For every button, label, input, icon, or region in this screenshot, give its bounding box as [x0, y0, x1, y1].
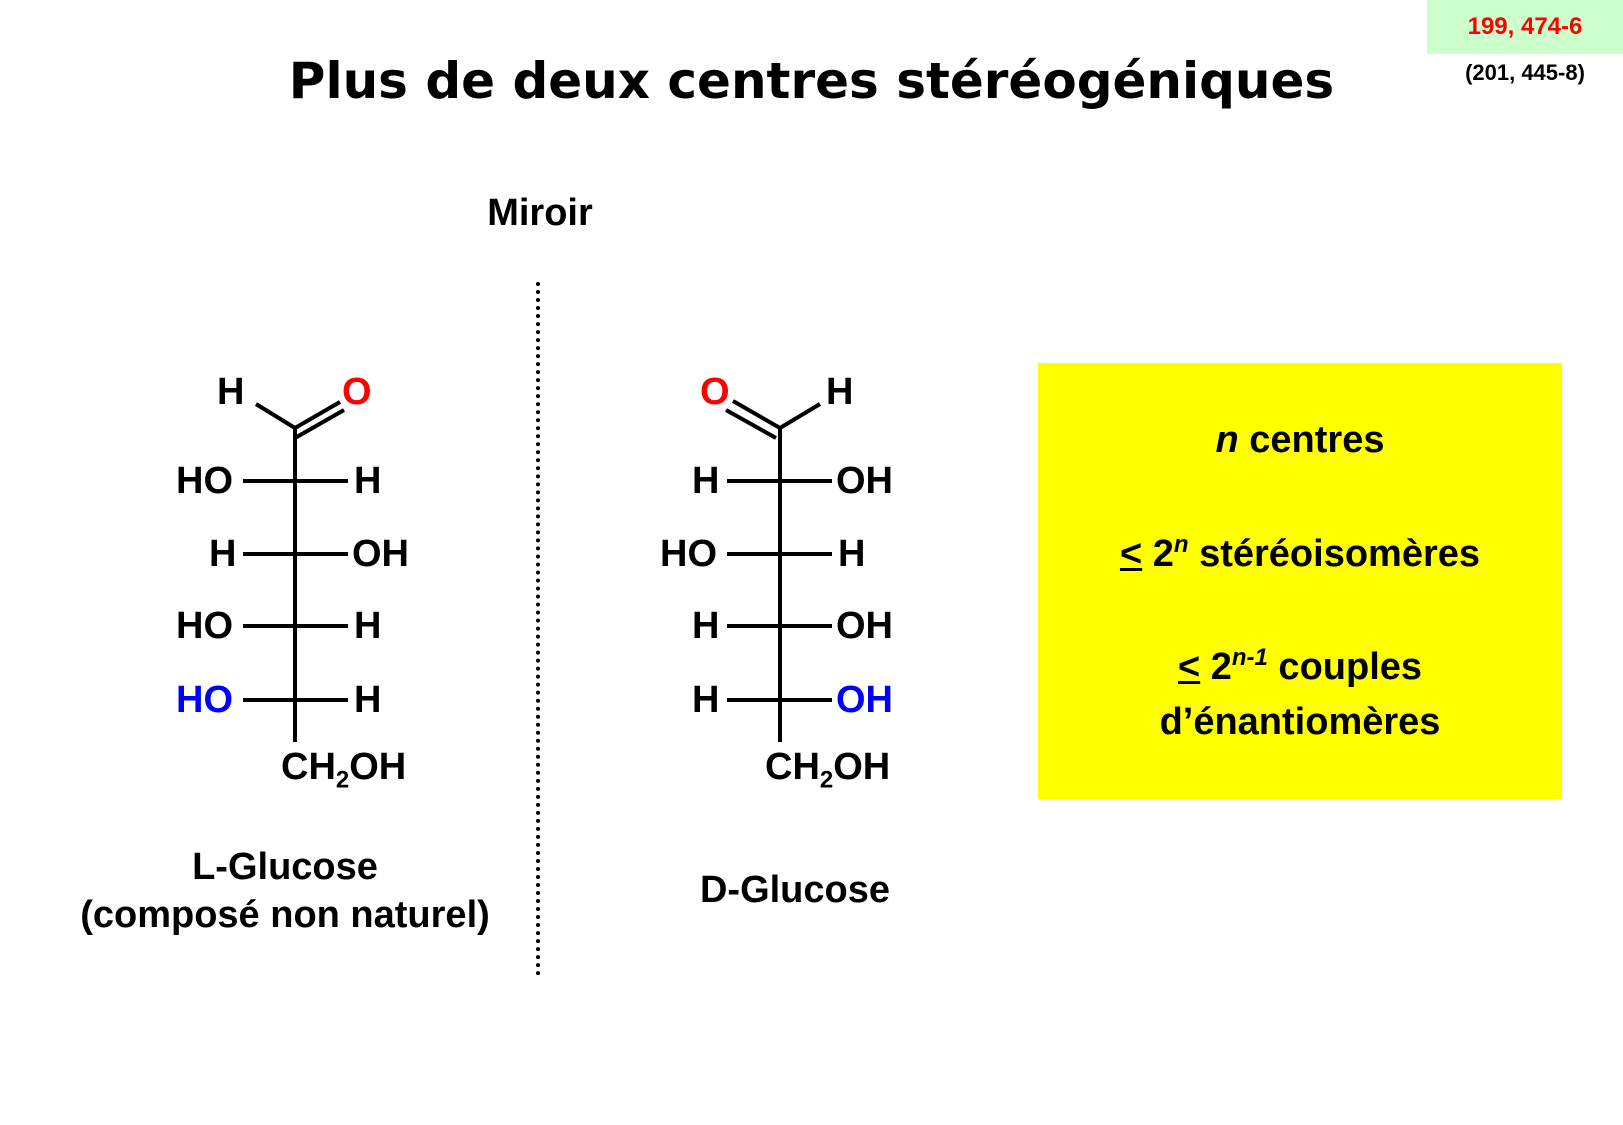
l-c5-right: H	[354, 679, 382, 721]
d-c4-right: OH	[836, 605, 893, 647]
le-symbol: <	[1119, 533, 1143, 575]
l-c5-left: HO	[176, 679, 233, 721]
d-c3-right: H	[838, 533, 866, 575]
d-ch2oh: CH2OH	[765, 746, 891, 794]
centres-text: centres	[1238, 419, 1385, 461]
slide-title: Plus de deux centres stéréogéniques	[288, 52, 1335, 110]
rule-box: n centres < 2n stéréoisomères < 2n-1 cou…	[1038, 363, 1562, 799]
l-c4-left: HO	[176, 605, 233, 647]
rule-stereoisomers: < 2n stéréoisomères	[1038, 531, 1562, 576]
page-reference-badge: 199, 474-6	[1427, 0, 1623, 54]
le-symbol: <	[1177, 646, 1201, 688]
l-c4-right: H	[354, 605, 382, 647]
mirror-label: Miroir	[487, 192, 593, 234]
var-n: n	[1215, 419, 1239, 461]
page-reference-alt: (201, 445-8)	[1465, 60, 1585, 85]
base-2: 2	[1200, 646, 1232, 688]
rule-enantiomers: d’énantiomères	[1159, 701, 1441, 743]
l-glucose-note: (composé non naturel)	[80, 894, 490, 936]
d-c4-left: H	[692, 605, 720, 647]
d-c3-left: HO	[660, 533, 717, 575]
page-reference: 199, 474-6	[1467, 13, 1583, 40]
l-aldehyde-o: O	[342, 371, 372, 413]
l-glucose-name: L-Glucose	[192, 846, 378, 888]
exponent: n-1	[1231, 644, 1268, 671]
base-2: 2	[1142, 533, 1174, 575]
rule-couples: < 2n-1 couples	[1038, 644, 1562, 689]
l-c3-right: OH	[352, 533, 409, 575]
stereoisomers-text: stéréoisomères	[1188, 533, 1481, 575]
d-c5-left: H	[692, 679, 720, 721]
exponent: n	[1173, 531, 1189, 558]
l-c2-left: HO	[176, 460, 233, 502]
l-c2-right: H	[354, 460, 382, 502]
mirror-line	[536, 282, 540, 976]
d-aldehyde-h: H	[826, 371, 854, 413]
l-ch2oh: CH2OH	[281, 746, 407, 794]
d-c2-right: OH	[836, 460, 893, 502]
l-glucose-label: L-Glucose (composé non naturel)	[40, 843, 530, 939]
l-aldehyde-h: H	[217, 371, 245, 413]
l-c3-left: H	[209, 533, 237, 575]
d-c5-right: OH	[836, 679, 893, 721]
d-c2-left: H	[692, 460, 720, 502]
rule-centres: n centres	[1038, 419, 1562, 462]
d-aldehyde-o: O	[700, 371, 730, 413]
couples-text: couples	[1267, 646, 1423, 688]
d-glucose-label: D-Glucose	[699, 869, 891, 911]
